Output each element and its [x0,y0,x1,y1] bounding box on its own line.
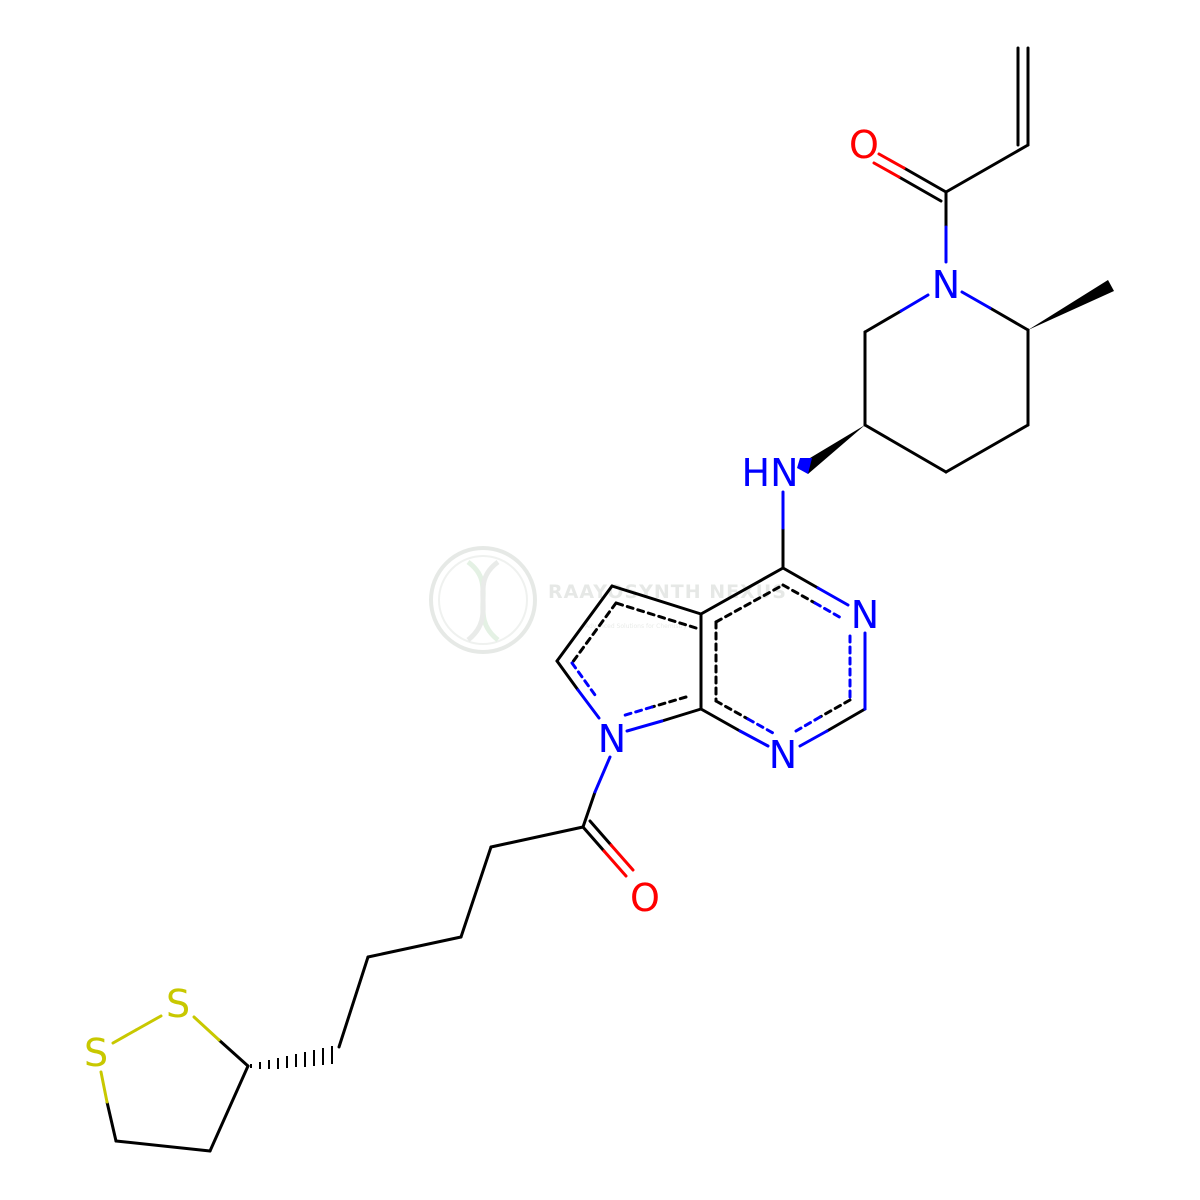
watermark-logo-icon [429,546,537,654]
atom-nitrogen-pyrimidine-bottom: N [769,733,797,777]
watermark-tagline: Advanced Solutions for Chemistry [585,623,687,630]
atom-oxygen-acryl: O [849,123,879,167]
atom-sulfur-lower: S [84,1031,108,1075]
hash-wedge [250,1046,333,1069]
atom-labels: O N HN N N N O S S [84,123,960,1075]
atom-nh-amine: HN [742,451,799,495]
bonds [105,46,1030,1153]
nitrogen-bonds [570,225,992,794]
atom-oxygen-amide: O [630,876,660,920]
atom-nitrogen-pyrrole: N [598,717,626,761]
stereo-wedges [250,280,1114,1069]
wedge-amine [800,425,865,474]
atom-nitrogen-piperidine: N [932,263,960,307]
atom-sulfur-upper: S [166,982,190,1026]
sulfur-bonds [99,1014,221,1104]
watermark: RAAYOSYNTH NEXUS Advanced Solutions for … [429,546,787,654]
wedge-methyl [1028,280,1114,330]
atom-nitrogen-pyrimidine-top: N [851,593,879,637]
wedge-amine-blue [797,458,812,474]
watermark-brand: RAAYOSYNTH NEXUS [548,581,787,603]
oxygen-bonds [602,152,906,878]
